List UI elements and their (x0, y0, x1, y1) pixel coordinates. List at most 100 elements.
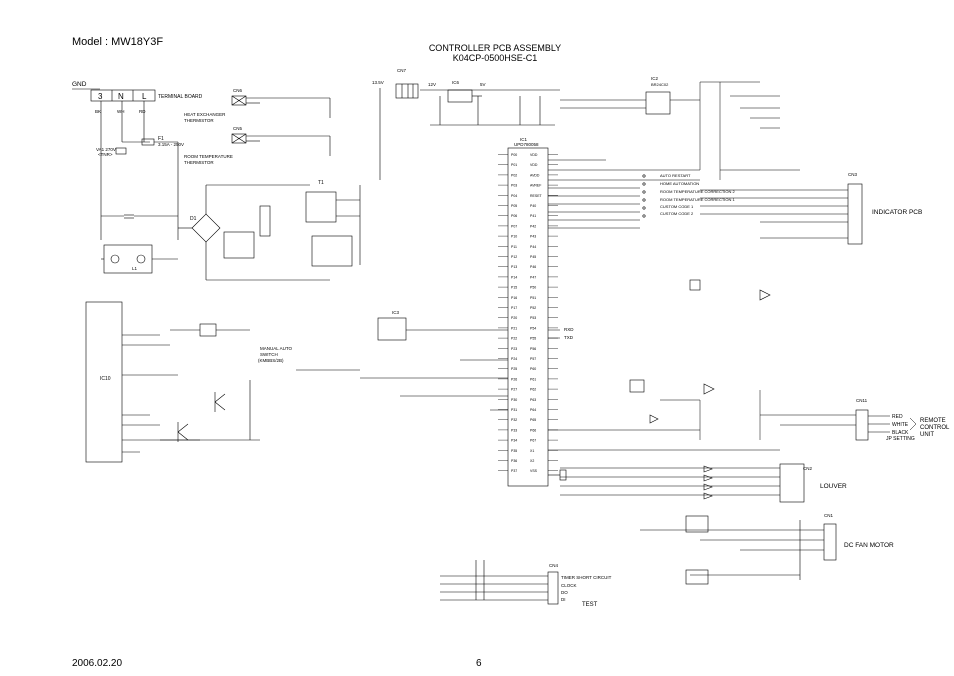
ic1-pin-left: P15 (511, 286, 517, 290)
heat-exchanger-label2: THERMISTOR (184, 118, 214, 123)
ic1-pin-right: X1 (530, 449, 534, 453)
clock-label: CLOCK (561, 583, 577, 588)
room-temp-label: ROOM TEMPERATURE (184, 154, 233, 159)
ic1-pin-right: P65 (530, 418, 536, 422)
txd-label: TXD (564, 335, 574, 340)
ic1-pin-right: P60 (530, 367, 536, 371)
assembly-title: CONTROLLER PCB ASSEMBLY (428, 43, 562, 53)
ic1-pin-left: P27 (511, 388, 517, 392)
ic1-pin-right: RESET (530, 194, 543, 198)
ic1-pin-left: P37 (511, 469, 517, 473)
manual-auto-switch-part: (KMBBS/2B) (258, 358, 284, 363)
remote-line-white: WHITE (892, 422, 909, 428)
rxd-label: RXD (564, 327, 574, 332)
ic1-pin-left: P33 (511, 428, 517, 432)
ic1-pin-right: P44 (530, 245, 536, 249)
ic1-pin-left: P35 (511, 449, 517, 453)
ic1-pin-left: P12 (511, 255, 517, 259)
transformer-t1 (305, 191, 337, 223)
ic1-pin-right: P54 (530, 326, 536, 330)
ic1-pin-right: P56 (530, 347, 536, 351)
fuse-rating: 3.15A - 250V (158, 142, 184, 147)
ic1-pin-left: P01 (511, 163, 517, 167)
ic1-label: IC1 (520, 137, 528, 142)
cn3-connector (847, 183, 863, 245)
ic1-pin-left: P23 (511, 347, 517, 351)
varistor-type: <TNR> (98, 152, 113, 157)
voltage-5v: 5V (480, 82, 486, 87)
switch-label: ROOM TEMPERATURE CORRECTION 2 (660, 189, 736, 194)
cn6-label: CN6 (233, 88, 242, 93)
gnd-label: GND (72, 81, 87, 88)
d1-label: D1 (190, 216, 197, 222)
ic1-pin-left: P16 (511, 296, 517, 300)
room-temp-label2: THERMISTOR (184, 160, 214, 165)
cn11-connector (855, 409, 869, 441)
indicator-pcb-label: INDICATOR PCB (872, 209, 922, 216)
ic1-pin-right: P66 (530, 428, 536, 432)
ic1-pin-right: P43 (530, 235, 536, 239)
louver-label: LOUVER (820, 483, 847, 490)
ic10-label: IC10 (100, 376, 111, 382)
ic1-pin-left: P10 (511, 235, 517, 239)
ic1-pin-right: P63 (530, 398, 536, 402)
cn11-label: CN11 (856, 398, 868, 403)
ic6-block (447, 89, 473, 103)
ic1-pin-right: P40 (530, 204, 536, 208)
remote-line-black: BLACK (892, 430, 909, 436)
cn1-connector (823, 523, 837, 561)
remote-control-unit-label3: UNIT (920, 432, 934, 438)
assembly-part-number: K04CP-0500HSE-C1 (452, 53, 538, 63)
ic1-pin-right: P62 (530, 388, 536, 392)
ic1-pin-left: P25 (511, 367, 517, 371)
ic1-pin-right: P57 (530, 357, 536, 361)
ic1-pin-left: P20 (511, 316, 517, 320)
t1-label: T1 (318, 180, 324, 186)
ic1-pin-right: VDD (530, 163, 538, 167)
ic1-pin-right: P46 (530, 265, 536, 269)
test-label: TEST (582, 602, 598, 608)
ic1-pin-right: P50 (530, 286, 536, 290)
wire-label: WH (117, 109, 125, 114)
footer-date: 2006.02.20 (72, 658, 123, 669)
ic1-pin-left: P22 (511, 337, 517, 341)
ic1-pin-left: P32 (511, 418, 517, 422)
model-label: Model : MW18Y3F (72, 36, 164, 48)
ic10-block (85, 301, 123, 463)
ic6-label: IC6 (452, 80, 460, 85)
wire-label: RD (139, 109, 146, 114)
cn1-label: CN1 (824, 513, 833, 518)
ic1-pin-left: P04 (511, 194, 517, 198)
ic1-pin-left: P11 (511, 245, 517, 249)
ic1-pin-left: P36 (511, 459, 517, 463)
ic1-pin-left: P31 (511, 408, 517, 412)
ic1-pin-right: P52 (530, 306, 536, 310)
terminal-board (90, 89, 156, 102)
ic1-pin-left: P13 (511, 265, 517, 269)
ic1-pin-right: P51 (530, 296, 536, 300)
ic1-pin-right: P47 (530, 275, 536, 279)
ic1-pin-right: P42 (530, 224, 536, 228)
terminal-cell-3: 3 (98, 92, 103, 101)
fuse-label: F1 (158, 136, 164, 142)
dc-fan-motor-label: DC FAN MOTOR (844, 542, 894, 549)
cn7-label: CN7 (397, 68, 406, 73)
heat-exchanger-label: HEAT EXCHANGER (184, 112, 226, 117)
ic1-pin-right: P55 (530, 337, 536, 341)
ic1-pin-right: VSS (530, 469, 538, 473)
terminal-cell-n: N (118, 92, 124, 101)
ic1-pin-right: AVREF (530, 184, 541, 188)
voltage-13v: 13.5V (372, 80, 384, 85)
ic1-block (507, 147, 549, 487)
terminal-cell-l: L (142, 92, 147, 101)
cn2-label: CN2 (803, 466, 812, 471)
ic1-pin-right: P45 (530, 255, 536, 259)
ic1-pin-left: P05 (511, 204, 517, 208)
l1-label: L1 (132, 266, 138, 271)
ic1-pin-left: P07 (511, 224, 517, 228)
do-label: DO (561, 590, 568, 595)
ic1-pin-right: X2 (530, 459, 534, 463)
ic1-pin-right: P53 (530, 316, 536, 320)
ic2-part: BR24C02 (651, 82, 669, 87)
